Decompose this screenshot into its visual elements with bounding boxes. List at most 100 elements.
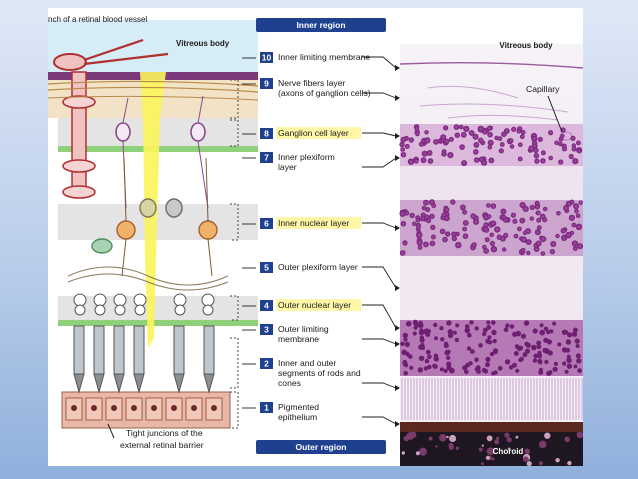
cell-nucleus xyxy=(424,130,429,135)
choroid-spot xyxy=(485,455,490,460)
cell-nucleus xyxy=(403,370,409,376)
cell-nucleus xyxy=(539,323,544,328)
cell-nucleus xyxy=(462,209,468,215)
histo-inner-plexiform xyxy=(400,166,583,200)
cell-nucleus xyxy=(501,131,507,137)
cell-nucleus xyxy=(519,202,526,209)
cell-nucleus xyxy=(577,368,582,374)
cell-nucleus xyxy=(451,231,457,237)
cell-nucleus xyxy=(486,203,491,208)
cell-nucleus xyxy=(526,250,531,256)
outer-nuclear-band xyxy=(58,296,258,320)
layer-label-text: Inner and outer xyxy=(278,358,336,368)
layer-label-text: Pigmented xyxy=(278,402,319,412)
cell-nucleus xyxy=(520,247,526,253)
cell-nucleus xyxy=(557,342,562,347)
cell-nucleus xyxy=(573,364,578,369)
cell-nucleus xyxy=(494,135,499,141)
layer-label-text: (axons of ganglion cells) xyxy=(278,88,371,98)
layer-number: 8 xyxy=(264,129,269,139)
cell-nucleus xyxy=(483,248,489,254)
choroid-spot xyxy=(446,435,449,439)
cell-nucleus xyxy=(461,160,468,167)
horizontal-cell xyxy=(91,238,113,254)
cell-nucleus xyxy=(416,231,423,239)
cell-nucleus xyxy=(574,338,580,344)
layer-label-text: segments of rods and xyxy=(278,368,361,378)
cell-nucleus xyxy=(517,156,523,162)
layer-number-box xyxy=(260,300,273,311)
choroid-spot xyxy=(538,440,547,449)
cell-nucleus xyxy=(464,324,470,329)
cell-nucleus xyxy=(501,214,507,220)
cell-nucleus xyxy=(487,339,493,345)
layer-number: 4 xyxy=(264,301,269,311)
cell-nucleus xyxy=(514,344,520,349)
cell-nucleus xyxy=(534,158,540,164)
layer-arrow xyxy=(362,266,397,289)
layer-highlight xyxy=(276,127,361,139)
cell-nucleus xyxy=(536,217,542,223)
cell-nucleus xyxy=(399,250,406,256)
cell-nucleus xyxy=(454,132,460,138)
cell-nucleus xyxy=(470,213,477,219)
layer-number-box xyxy=(260,152,273,163)
cell-nucleus xyxy=(498,148,504,154)
cell-nucleus xyxy=(464,327,471,334)
capillary-label: Capillary xyxy=(526,84,560,94)
cell-nucleus xyxy=(423,199,429,206)
cell-nucleus xyxy=(429,240,436,247)
cell-nucleus xyxy=(513,351,519,356)
cell-nucleus xyxy=(430,234,436,240)
cell-nucleus xyxy=(483,227,490,233)
capillary-pointer xyxy=(547,95,563,133)
retina-diagram: nch of a retinal blood vessel Vitreous b… xyxy=(48,15,583,466)
cell-nucleus xyxy=(473,218,480,225)
cell-nucleus xyxy=(503,327,509,333)
cell-nucleus xyxy=(441,151,447,157)
layer-arrow xyxy=(362,92,397,99)
cell-nucleus xyxy=(423,366,429,371)
arrow-head xyxy=(395,325,400,331)
cell-nucleus xyxy=(518,142,523,147)
cell-nucleus xyxy=(572,158,579,165)
cell-nucleus xyxy=(537,350,542,355)
cell-nucleus xyxy=(558,136,564,142)
cell-nucleus xyxy=(511,126,517,132)
outer-region-header xyxy=(256,440,386,454)
cell-nucleus xyxy=(486,325,492,330)
cell-nucleus xyxy=(497,136,503,142)
cell-nucleus xyxy=(573,203,580,210)
cell-nucleus xyxy=(421,150,428,157)
cell-nucleus xyxy=(433,353,439,358)
cell-nucleus xyxy=(455,323,460,328)
cell-nucleus xyxy=(455,241,462,249)
cell-nucleus xyxy=(570,135,576,141)
choroid-spot xyxy=(504,432,510,438)
cell-nucleus xyxy=(520,333,527,339)
inner-nuclear-band xyxy=(58,204,258,240)
photoreceptors xyxy=(73,293,215,394)
cell-nucleus xyxy=(546,370,552,376)
cell-nucleus xyxy=(471,242,477,248)
cell-nucleus xyxy=(540,251,546,256)
choroid-spot xyxy=(494,439,500,445)
cell-nucleus xyxy=(417,367,423,373)
layer-number-box xyxy=(260,262,273,273)
cell-nucleus xyxy=(424,328,429,333)
cell-nucleus xyxy=(482,244,487,250)
choroid-spot xyxy=(401,451,405,455)
cell-nucleus xyxy=(538,360,543,365)
cell-nucleus xyxy=(533,246,540,253)
layer-highlight xyxy=(276,299,361,311)
layer-number: 6 xyxy=(264,219,269,229)
cell-nucleus xyxy=(513,233,519,239)
cell-nucleus xyxy=(416,225,421,230)
cell-nucleus xyxy=(555,233,560,239)
cell-nucleus xyxy=(575,353,581,359)
cell-nucleus xyxy=(494,226,501,233)
cell-nucleus xyxy=(474,326,479,331)
layer-number-box xyxy=(260,128,273,139)
cell-nucleus xyxy=(493,370,498,375)
